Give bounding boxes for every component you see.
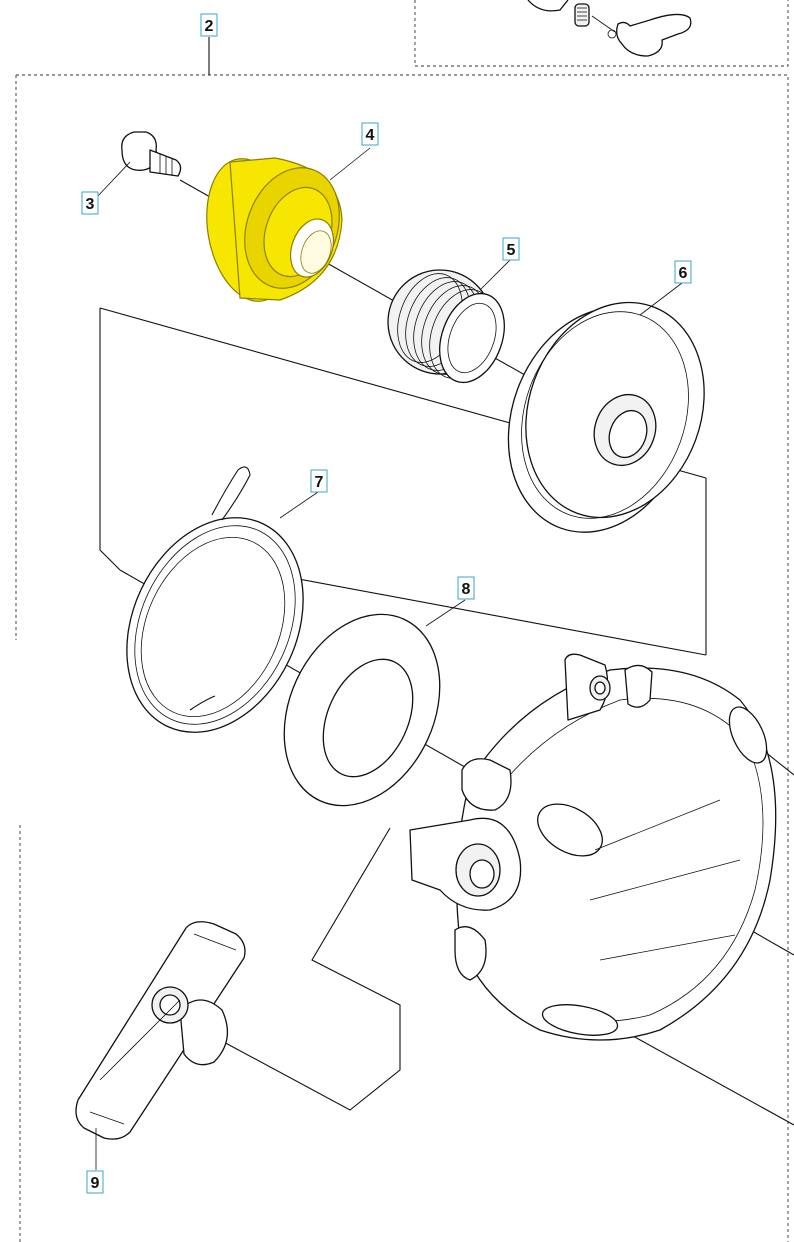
assembly-group-frame — [15, 0, 789, 1242]
part-4-bushing-highlighted — [206, 157, 343, 302]
callout-3[interactable]: 3 — [81, 191, 99, 215]
svg-text:6: 6 — [679, 265, 688, 282]
svg-text:9: 9 — [91, 1175, 100, 1192]
part-3-screw — [121, 131, 182, 177]
svg-text:5: 5 — [507, 242, 516, 259]
svg-text:3: 3 — [86, 196, 95, 213]
callout-6[interactable]: 6 — [674, 260, 692, 284]
callout-9[interactable]: 9 — [86, 1170, 104, 1194]
part-9-handle — [75, 921, 246, 1140]
leader-lines — [95, 147, 683, 1170]
callout-8[interactable]: 8 — [457, 576, 475, 600]
svg-text:4: 4 — [366, 127, 375, 144]
svg-text:8: 8 — [462, 581, 471, 598]
callout-5[interactable]: 5 — [502, 237, 520, 261]
svg-text:7: 7 — [315, 474, 324, 491]
part-7-coil-spring — [126, 466, 304, 733]
part-6-pulley — [507, 301, 705, 533]
svg-text:2: 2 — [205, 18, 214, 35]
starter-housing — [409, 653, 777, 1041]
inset-detail-part — [527, 0, 692, 57]
callout-2[interactable]: 2 — [200, 13, 218, 37]
part-8-washer — [283, 613, 441, 807]
callout-4[interactable]: 4 — [361, 122, 379, 146]
callout-7[interactable]: 7 — [310, 469, 328, 493]
part-5-spring — [387, 269, 505, 384]
